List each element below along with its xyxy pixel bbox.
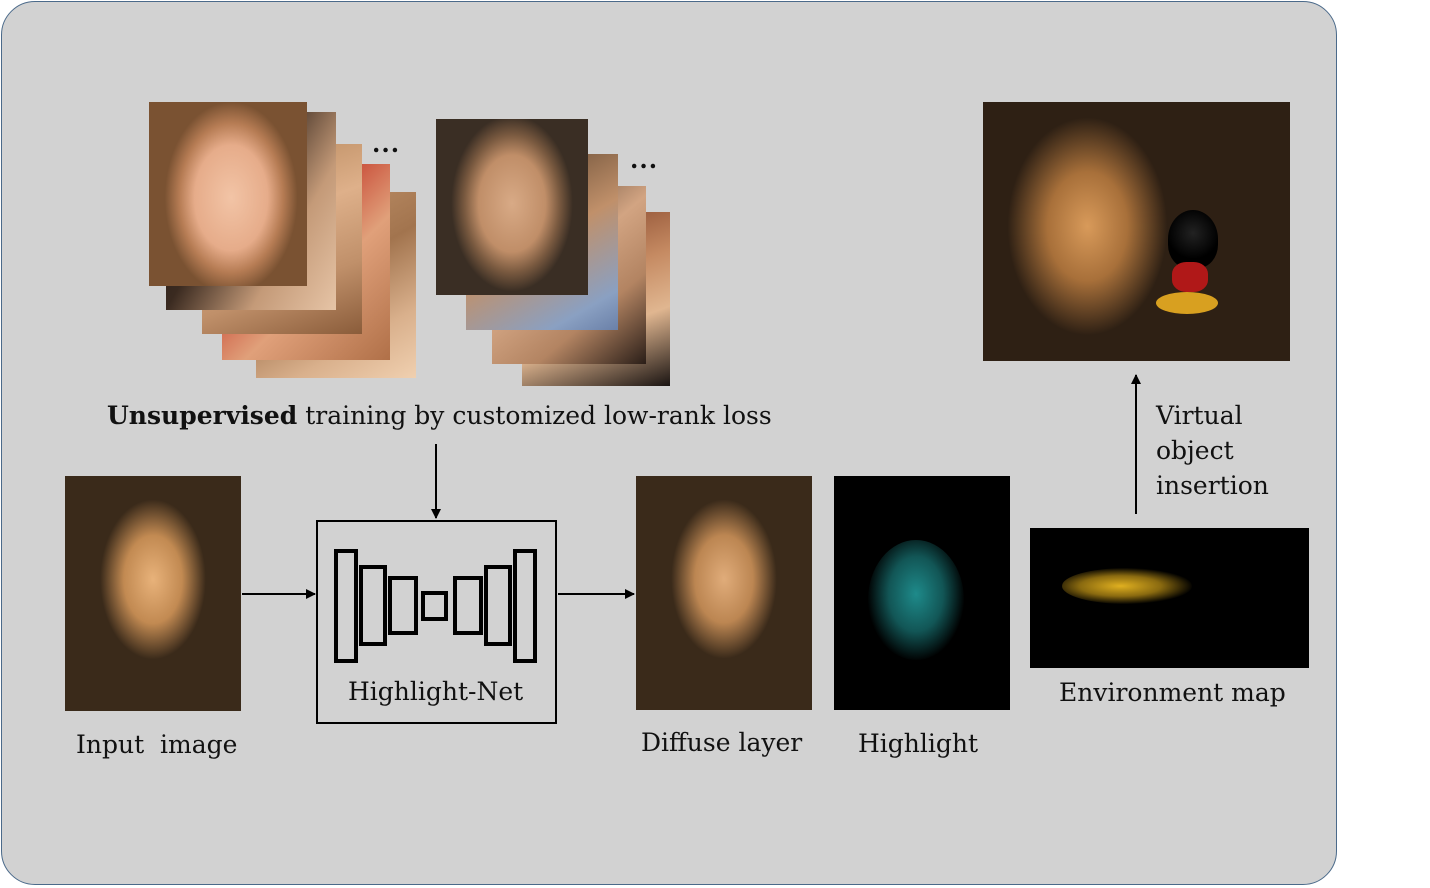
result-image [983,102,1290,361]
mickey-object-icon [1168,210,1218,268]
mickey-feet-icon [1156,292,1218,314]
ellipsis-female: ... [372,129,401,158]
input-image [65,476,241,711]
insertion-label-line3: insertion [1156,471,1269,500]
environment-map-label: Environment map [1059,678,1286,707]
training-face-male-1 [436,119,588,295]
highlight-net-box [316,520,557,724]
net-layer-5 [453,576,483,635]
network-layers [334,549,537,663]
diffuse-layer-label: Diffuse layer [641,728,803,757]
training-caption-rest: training by customized low-rank loss [305,401,772,430]
net-layer-2 [359,565,387,646]
training-caption-bold: Unsupervised [107,401,298,430]
ellipsis-male: ... [630,145,659,174]
input-image-label: Input image [76,730,238,759]
net-layer-6 [484,565,512,646]
insertion-label-line2: object [1156,436,1234,465]
training-caption: Unsupervised training by customized low-… [107,403,772,428]
net-layer-4 [421,591,448,621]
net-layer-7 [513,549,537,663]
highlight-glow [868,540,964,660]
mickey-body-icon [1172,262,1208,292]
diffuse-layer-image [636,476,812,710]
insertion-label-line1: Virtual [1156,401,1243,430]
training-face-female-1 [149,102,307,286]
net-layer-1 [334,549,358,663]
net-layer-3 [388,576,418,635]
highlight-net-label: Highlight-Net [348,677,524,706]
environment-map-glow [1062,568,1192,604]
highlight-label: Highlight [858,729,979,758]
